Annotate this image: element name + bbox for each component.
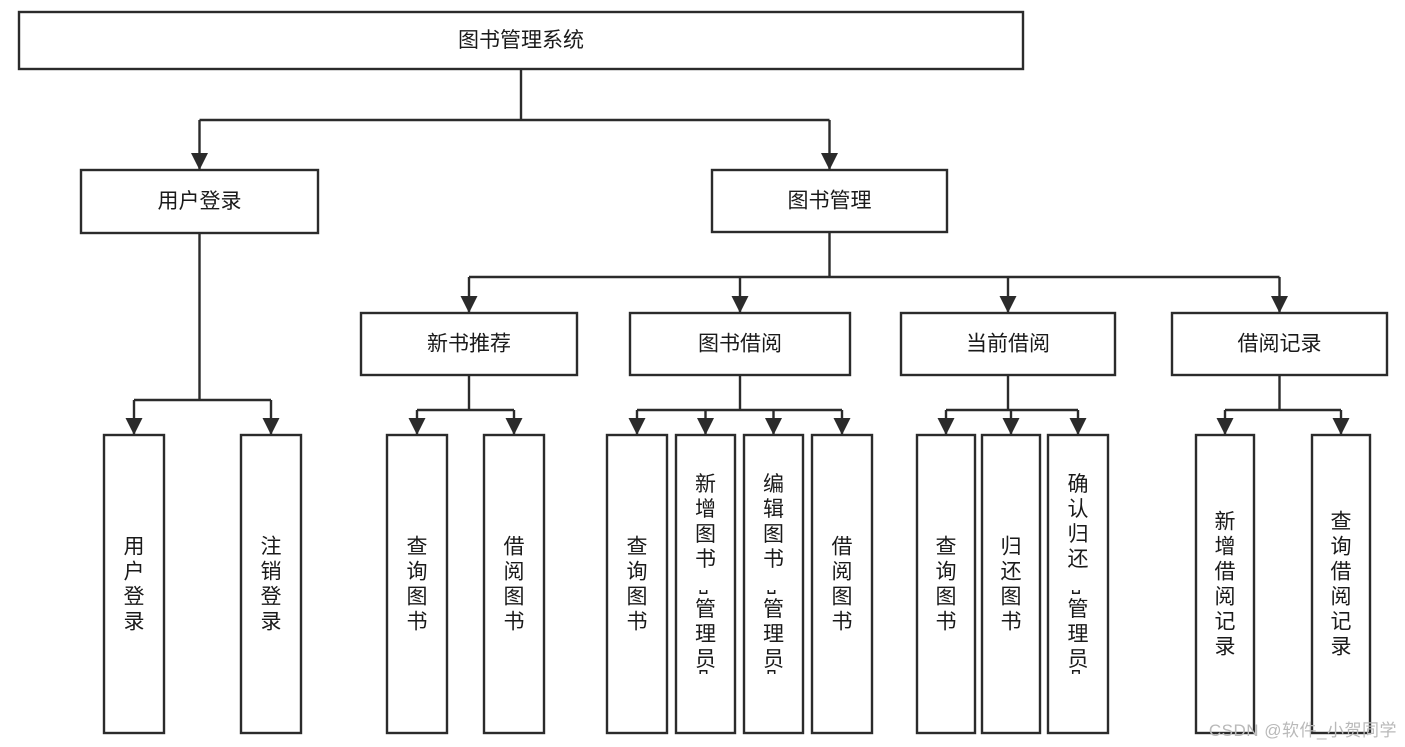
node-box bbox=[980, 433, 1042, 735]
node-编辑图书管理员[interactable]: 编辑图书⎵管理员⎴ bbox=[742, 433, 805, 735]
node-box bbox=[1310, 433, 1372, 735]
node-box bbox=[385, 433, 449, 735]
arrow-head-icon bbox=[999, 296, 1017, 313]
node-box bbox=[1046, 433, 1110, 735]
node-用户登录[interactable]: 用户登录 bbox=[79, 168, 320, 235]
node-图书管理[interactable]: 图书管理 bbox=[710, 168, 949, 234]
node-label: 借阅图书 bbox=[832, 536, 853, 634]
node-box bbox=[79, 168, 320, 235]
node-box bbox=[742, 433, 805, 735]
node-注销登录[interactable]: 注销登录 bbox=[239, 433, 303, 735]
node-借阅图书[interactable]: 借阅图书 bbox=[810, 433, 874, 735]
node-查询借阅记录[interactable]: 查询借阅记录 bbox=[1310, 433, 1372, 735]
arrow-head-icon bbox=[937, 418, 955, 435]
node-box bbox=[102, 433, 166, 735]
node-box bbox=[359, 311, 579, 377]
node-box bbox=[239, 433, 303, 735]
node-box bbox=[1194, 433, 1256, 735]
node-label: 编辑图书⎵管理员⎴ bbox=[763, 473, 784, 696]
nodes-layer: 图书管理系统用户登录用户登录注销登录图书管理新书推荐查询图书借阅图书图书借阅查询… bbox=[17, 10, 1389, 735]
arrow-head-icon bbox=[191, 153, 208, 170]
watermark-label: CSDN @软件_小贺同学 bbox=[1208, 721, 1397, 740]
node-label: 用户登录 bbox=[124, 536, 145, 634]
arrow-head-icon bbox=[1002, 418, 1020, 435]
node-box bbox=[1170, 311, 1389, 377]
arrow-head-icon bbox=[731, 296, 749, 313]
node-label: 查询借阅记录 bbox=[1331, 511, 1352, 659]
node-label: 图书管理 bbox=[788, 190, 872, 213]
node-label: 借阅图书 bbox=[504, 536, 525, 634]
arrow-head-icon bbox=[765, 418, 782, 435]
node-box bbox=[810, 433, 874, 735]
node-查询图书[interactable]: 查询图书 bbox=[385, 433, 449, 735]
arrow-head-icon bbox=[1332, 418, 1350, 435]
node-确认归还管理员[interactable]: 确认归还⎵管理员⎴ bbox=[1046, 433, 1110, 735]
node-新书推荐[interactable]: 新书推荐 bbox=[359, 311, 579, 377]
arrow-head-icon bbox=[1271, 296, 1288, 313]
arrow-head-icon bbox=[262, 418, 280, 435]
arrow-head-icon bbox=[1216, 418, 1234, 435]
node-label: 新增图书⎵管理员⎴ bbox=[695, 473, 716, 696]
node-box bbox=[710, 168, 949, 234]
arrow-head-icon bbox=[125, 418, 143, 435]
node-label: 新增借阅记录 bbox=[1215, 511, 1236, 659]
arrow-head-icon bbox=[821, 153, 838, 170]
node-label: 图书管理系统 bbox=[458, 29, 584, 52]
node-label: 当前借阅 bbox=[966, 333, 1050, 356]
node-图书借阅[interactable]: 图书借阅 bbox=[628, 311, 852, 377]
connectors-layer bbox=[125, 69, 1350, 435]
arrow-head-icon bbox=[628, 418, 646, 435]
node-查询图书[interactable]: 查询图书 bbox=[915, 433, 977, 735]
arrow-head-icon bbox=[505, 418, 523, 435]
node-box bbox=[605, 433, 669, 735]
node-借阅记录[interactable]: 借阅记录 bbox=[1170, 311, 1389, 377]
node-label: 注销登录 bbox=[261, 536, 282, 634]
arrow-head-icon bbox=[460, 296, 478, 313]
node-box bbox=[899, 311, 1117, 377]
node-box bbox=[628, 311, 852, 377]
arrow-head-icon bbox=[697, 418, 714, 435]
node-label: 查询图书 bbox=[627, 536, 648, 634]
node-box bbox=[482, 433, 546, 735]
node-label: 查询图书 bbox=[936, 536, 957, 634]
arrow-head-icon bbox=[408, 418, 426, 435]
node-label: 确认归还⎵管理员⎴ bbox=[1068, 473, 1089, 696]
node-box bbox=[674, 433, 737, 735]
arrow-head-icon bbox=[833, 418, 851, 435]
node-用户登录[interactable]: 用户登录 bbox=[102, 433, 166, 735]
node-label: 归还图书 bbox=[1001, 536, 1022, 634]
node-label: 用户登录 bbox=[158, 190, 242, 213]
node-label: 图书借阅 bbox=[698, 333, 782, 356]
node-label: 借阅记录 bbox=[1238, 333, 1322, 356]
node-label: 查询图书 bbox=[407, 536, 428, 634]
node-box bbox=[17, 10, 1025, 71]
node-借阅图书[interactable]: 借阅图书 bbox=[482, 433, 546, 735]
node-新增借阅记录[interactable]: 新增借阅记录 bbox=[1194, 433, 1256, 735]
node-图书管理系统[interactable]: 图书管理系统 bbox=[17, 10, 1025, 71]
node-归还图书[interactable]: 归还图书 bbox=[980, 433, 1042, 735]
node-box bbox=[915, 433, 977, 735]
node-新增图书管理员[interactable]: 新增图书⎵管理员⎴ bbox=[674, 433, 737, 735]
node-当前借阅[interactable]: 当前借阅 bbox=[899, 311, 1117, 377]
node-查询图书[interactable]: 查询图书 bbox=[605, 433, 669, 735]
arrow-head-icon bbox=[1069, 418, 1087, 435]
node-label: 新书推荐 bbox=[427, 333, 511, 356]
